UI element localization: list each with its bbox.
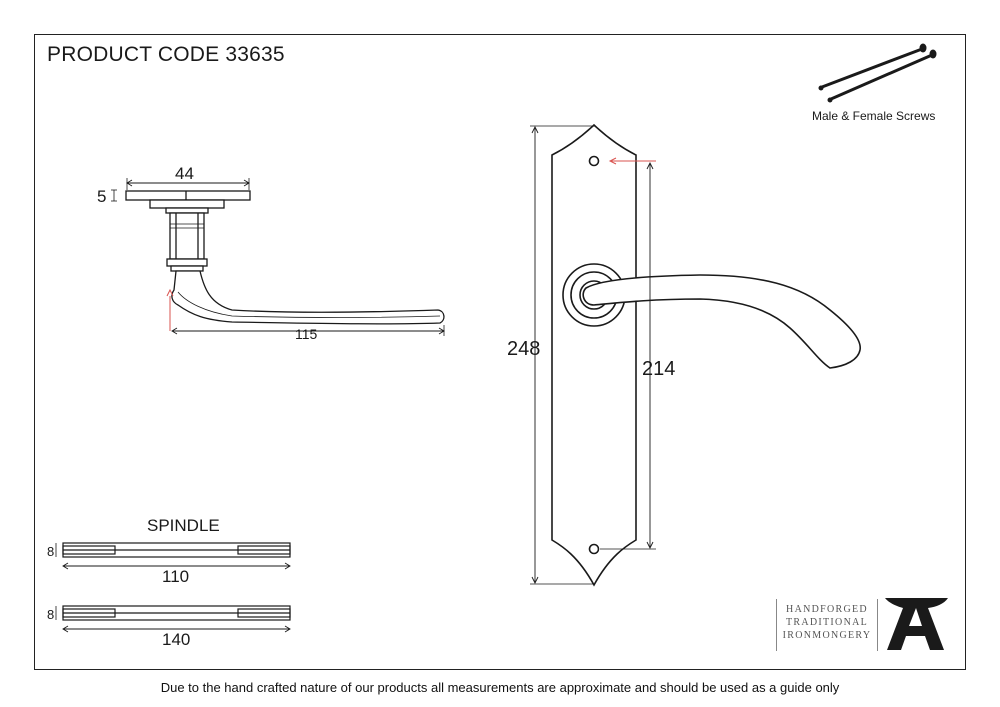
rose-thickness-label: 5 <box>97 187 106 206</box>
spindle-1-length: 110 <box>162 567 189 586</box>
anvil-a-icon <box>885 598 948 650</box>
drawing-frame <box>34 34 966 670</box>
front-view <box>530 123 861 587</box>
side-view-red-leader <box>166 288 174 331</box>
front-view-red-leader <box>608 157 656 165</box>
product-code-title: PRODUCT CODE 33635 <box>47 43 285 66</box>
screws-icon <box>818 43 937 103</box>
brand-text-block: HANDFORGED TRADITIONAL IRONMONGERY <box>776 599 878 651</box>
brand-line-3: IRONMONGERY <box>782 630 872 641</box>
spindle-1-size: 8 <box>47 544 54 559</box>
footer-disclaimer: Due to the hand crafted nature of our pr… <box>160 680 840 695</box>
screw-centres-label: 214 <box>642 358 675 380</box>
spindle-2-length: 140 <box>162 630 190 649</box>
lever-length-label: 115 <box>295 326 318 342</box>
brand-line-2: TRADITIONAL <box>785 617 869 628</box>
spindle-title: SPINDLE <box>147 516 220 535</box>
brand-line-1: HANDFORGED <box>786 604 868 615</box>
spindle-110 <box>55 542 291 570</box>
width-dimension-label: 44 <box>175 164 194 183</box>
plate-height-label: 248 <box>507 338 540 360</box>
side-view <box>111 178 445 336</box>
screws-label: Male & Female Screws <box>812 109 936 123</box>
spindle-2-size: 8 <box>47 607 54 622</box>
spindle-140 <box>55 605 291 633</box>
